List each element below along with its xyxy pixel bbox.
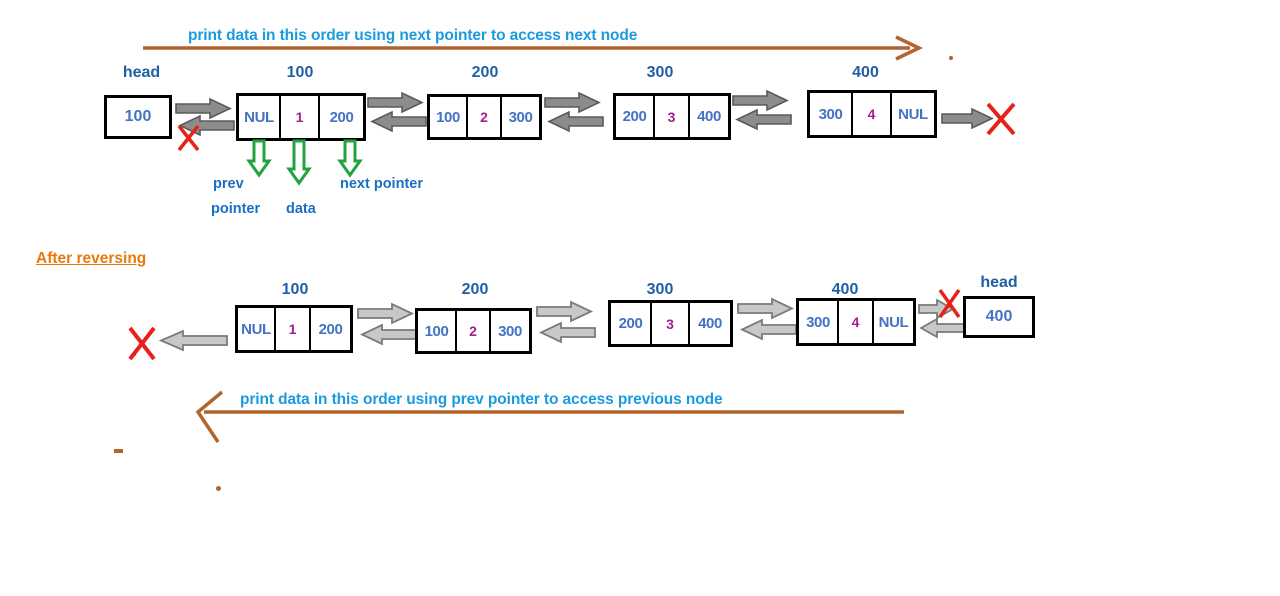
node-data-value: 1 [288,321,297,337]
node-data-cell: 4 [839,301,874,343]
node-data-value: 4 [867,106,876,122]
node-prev-cell: 100 [430,97,468,137]
node-prev-cell: 200 [611,303,652,344]
node-prev-cell: NUL [238,308,276,350]
node-next-value: 200 [318,320,343,338]
node-next-value: 400 [697,108,721,125]
node-next-value: NUL [878,313,909,331]
node-data-cell: 3 [655,96,690,137]
node-prev-value: 300 [806,313,830,331]
node-label-original-2: 300 [646,64,674,81]
link-arrows-0-1 [367,91,427,133]
node-label-original-3: 400 [852,64,879,81]
head-box-value: 100 [124,108,152,125]
annotation-label-data: data [286,201,316,217]
node-data-value: 2 [480,109,488,125]
node-next-value: 400 [698,315,722,332]
node-next-cell: NUL [874,301,913,343]
node-label-reversed-2: 300 [646,281,674,298]
node-reversed-3: 300 4 NUL [796,298,916,346]
stray-mark-dash [114,449,123,453]
bottom-flow-caption: print data in this order using prev poin… [240,391,723,408]
top-flow-arrow [143,35,924,61]
node-data-value: 2 [469,323,477,339]
annotation-label-prev-line1: prev [213,176,244,192]
node-next-value: 200 [329,108,354,126]
node-data-cell: 4 [853,93,892,135]
node-prev-cell: 100 [418,311,457,351]
link-arrow-reversed-null-left [158,329,228,352]
head-box-value: 400 [985,308,1013,325]
node-data-value: 3 [667,108,676,125]
node-next-value: 300 [508,108,533,126]
link-arrows-reversed-0-1 [357,302,417,346]
node-original-3: 300 4 NUL [807,90,937,138]
cross-icon-head-original [177,124,200,152]
annotation-arrow-next-pointer [337,139,363,178]
node-next-value: 300 [498,322,522,340]
node-prev-value: 300 [818,105,843,123]
cross-icon-tail-original [986,102,1016,136]
node-reversed-2: 200 3 400 [608,300,733,347]
node-next-cell: 400 [690,96,728,137]
node-prev-value: 200 [622,108,647,125]
stray-dot-top [949,56,953,60]
stray-mark-dot-reversed [133,353,136,356]
cross-icon-reversed-head [938,288,961,319]
node-data-value: 4 [851,314,860,330]
annotation-label-next: next pointer [340,176,423,192]
head-box-original: 100 [104,95,172,139]
node-original-0: NUL 1 200 [236,93,366,141]
link-arrows-1-2 [544,91,604,133]
node-prev-cell: NUL [239,96,281,138]
node-original-1: 100 2 300 [427,94,542,140]
node-data-cell: 1 [276,308,311,350]
node-prev-cell: 300 [810,93,853,135]
node-prev-value: 100 [436,108,460,126]
node-next-value: NUL [898,105,928,123]
section-title-after-reversing: After reversing [36,250,147,267]
node-data-cell: 3 [652,303,690,344]
head-label-original: head [122,64,161,81]
annotation-arrow-prev-pointer [246,139,272,178]
node-data-cell: 2 [457,311,491,351]
cross-icon-left-reversed [128,326,156,361]
node-label-reversed-1: 200 [461,281,489,298]
node-label-reversed-0: 100 [281,281,309,298]
node-next-cell: 200 [311,308,350,350]
node-data-value: 3 [666,315,674,332]
link-arrows-2-3 [732,89,792,131]
node-prev-value: 100 [424,322,449,340]
bottom-flow-arrow [195,390,904,443]
link-arrows-reversed-1-2 [536,300,596,344]
node-data-value: 1 [295,109,304,125]
node-next-cell: NUL [892,93,934,135]
node-prev-cell: 300 [799,301,839,343]
node-reversed-0: NUL 1 200 [235,305,353,353]
head-box-reversed: 400 [963,296,1035,338]
node-prev-value: NUL [241,320,271,338]
node-next-cell: 400 [690,303,730,344]
node-prev-value: 200 [618,315,643,332]
node-data-cell: 2 [468,97,502,137]
node-prev-cell: 200 [616,96,655,137]
annotation-label-prev-line2: pointer [211,201,261,217]
head-label-reversed: head [980,274,1018,291]
node-data-cell: 1 [281,96,320,138]
annotation-arrow-data [286,139,312,186]
stray-mark-dot [216,486,221,491]
node-label-original-0: 100 [286,64,314,81]
node-reversed-1: 100 2 300 [415,308,532,354]
node-original-2: 200 3 400 [613,93,731,140]
link-arrow-tail-null [941,107,994,130]
top-flow-caption: print data in this order using next poin… [188,27,638,44]
node-prev-value: NUL [244,108,274,126]
node-next-cell: 200 [320,96,363,138]
node-label-reversed-3: 400 [831,281,859,298]
link-arrows-reversed-2-3 [737,297,797,341]
node-label-original-1: 200 [471,64,499,81]
node-next-cell: 300 [502,97,539,137]
node-next-cell: 300 [491,311,529,351]
